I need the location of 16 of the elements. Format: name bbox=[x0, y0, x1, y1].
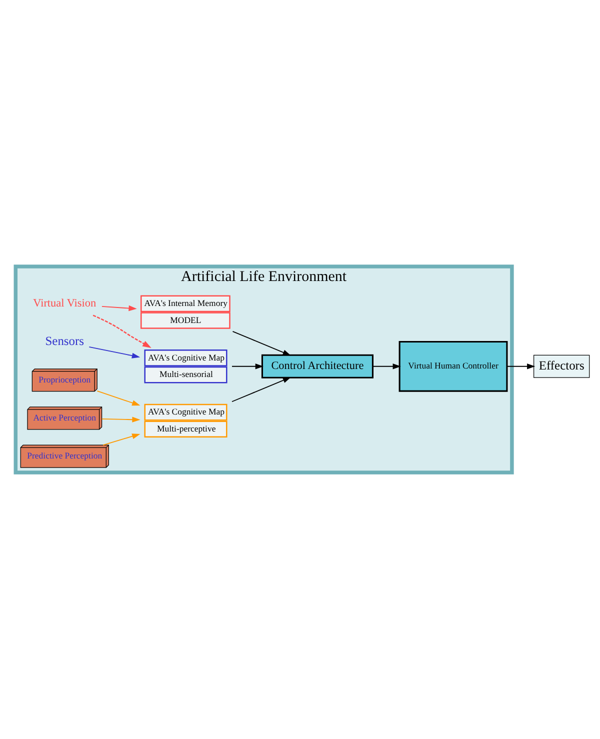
arrow bbox=[101, 416, 140, 422]
arrow bbox=[88, 346, 140, 358]
arrow bbox=[232, 377, 292, 402]
arrow bbox=[96, 390, 140, 406]
arrow bbox=[372, 364, 401, 370]
arrow bbox=[92, 314, 152, 348]
arrow bbox=[506, 364, 536, 370]
node-box: Effectors bbox=[533, 354, 590, 378]
node-box: Control Architecture bbox=[261, 354, 374, 378]
arrow bbox=[232, 364, 264, 370]
arrow bbox=[101, 305, 137, 312]
node-text: Virtual Vision bbox=[33, 298, 96, 310]
arrow bbox=[232, 330, 291, 356]
arrow bbox=[102, 434, 140, 446]
node-box: Virtual Human Controller bbox=[398, 340, 508, 392]
node-text: Sensors bbox=[45, 334, 84, 348]
